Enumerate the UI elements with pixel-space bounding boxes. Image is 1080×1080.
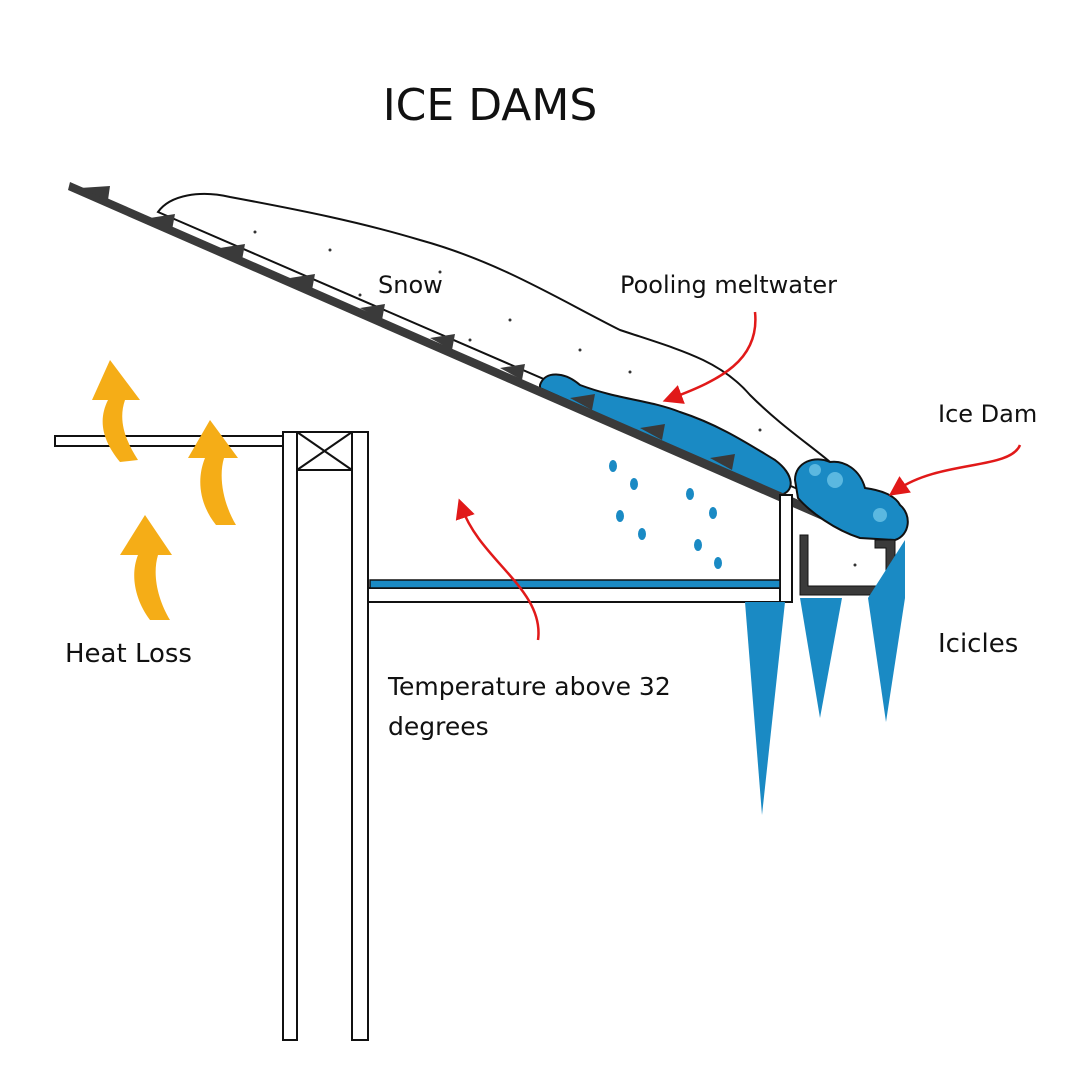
label-temperature-line1: Temperature above 32 <box>387 672 671 701</box>
callout-arrows <box>455 311 1022 641</box>
water-drips <box>609 460 722 569</box>
title: ICE DAMS <box>383 80 598 131</box>
roof-shingles <box>80 186 735 470</box>
label-ice-dam: Ice Dam <box>938 400 1037 428</box>
ceiling-insulation <box>369 579 781 589</box>
label-icicles: Icicles <box>938 629 1018 659</box>
wall-structure <box>54 431 793 1041</box>
label-pooling-meltwater: Pooling meltwater <box>620 271 837 299</box>
label-temperature-line2: degrees <box>388 712 489 741</box>
snow-dots <box>253 230 857 567</box>
roof-deck <box>68 182 840 526</box>
ice-dam <box>793 458 909 542</box>
heat-loss-arrows <box>92 360 238 620</box>
label-snow: Snow <box>378 271 443 299</box>
label-heat-loss: Heat Loss <box>65 639 192 669</box>
icicles <box>745 540 905 815</box>
